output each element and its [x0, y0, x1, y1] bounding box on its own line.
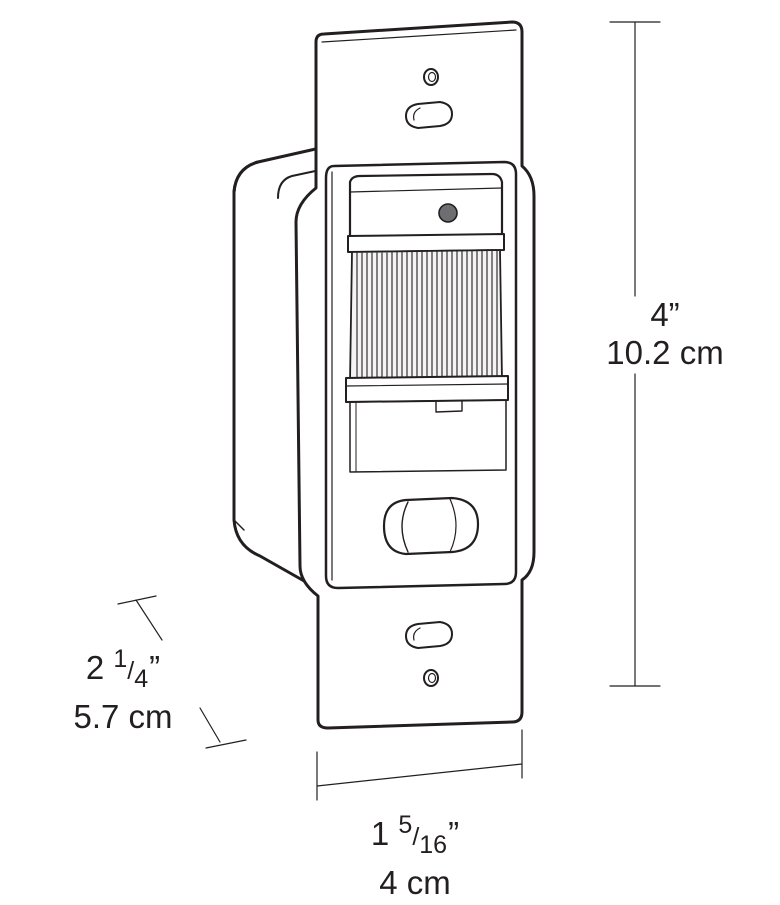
width-slash: / [412, 823, 420, 851]
depth-numerator: 1 [113, 645, 128, 673]
width-denominator: 16 [419, 831, 448, 859]
width-numerator: 5 [398, 811, 413, 839]
led-indicator [438, 203, 458, 223]
sensor-cap [348, 172, 504, 240]
lower-housing [349, 399, 507, 473]
depth-label: 2 1/4” 5.7 cm [58, 640, 188, 736]
height-imperial: 4” [650, 296, 680, 333]
push-button [382, 496, 480, 556]
depth-imperial: 2 1/4” [58, 640, 188, 698]
width-metric: 4 cm [379, 864, 451, 901]
depth-metric: 5.7 cm [73, 698, 173, 735]
top-mounting-slot [405, 101, 453, 129]
depth-whole: 2 [85, 649, 105, 686]
width-dimension-line [316, 729, 523, 801]
width-label: 1 5/16” 4 cm [350, 806, 480, 902]
width-whole: 1 [370, 815, 390, 852]
lens-bottom-band [345, 375, 509, 403]
fresnel-lens [349, 249, 503, 383]
depth-denominator: 4 [134, 665, 149, 693]
width-inch-mark: ” [448, 815, 460, 852]
bottom-mounting-slot [405, 621, 453, 649]
width-imperial: 1 5/16” [350, 806, 480, 864]
height-metric: 10.2 cm [606, 334, 724, 371]
height-dimension-line [609, 21, 661, 687]
lens-top-band [347, 233, 505, 253]
depth-slash: / [127, 657, 135, 685]
depth-dimension-line [117, 595, 247, 749]
depth-inch-mark: ” [149, 649, 161, 686]
height-label: 4” 10.2 cm [590, 296, 740, 372]
